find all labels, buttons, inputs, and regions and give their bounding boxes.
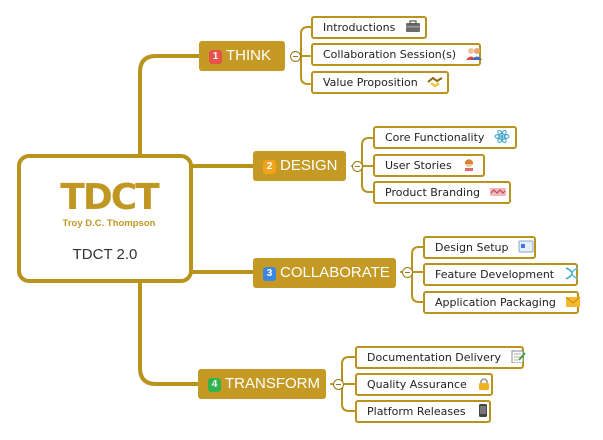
topic-label: COLLABORATE xyxy=(280,264,390,281)
subtopic-application-packaging[interactable]: Application Packaging xyxy=(423,291,581,314)
logo-name: Troy D.C. Thompson xyxy=(62,218,156,229)
envelope-icon xyxy=(565,296,581,307)
subtopic-label: Introductions xyxy=(323,21,396,34)
collapse-toggle-think[interactable] xyxy=(290,51,301,62)
subtopic-platform-releases[interactable]: Platform Releases xyxy=(355,400,491,423)
topic-label: TRANSFORM xyxy=(225,375,320,392)
priority-2-badge: 2 xyxy=(263,160,276,174)
collapse-toggle-design[interactable] xyxy=(352,161,363,172)
priority-3-badge: 3 xyxy=(263,267,276,281)
collapse-toggle-collaborate[interactable] xyxy=(402,267,413,278)
topic-transform[interactable]: 4 TRANSFORM xyxy=(198,369,326,399)
collapse-toggle-transform[interactable] xyxy=(333,379,344,390)
topic-label: DESIGN xyxy=(280,157,338,174)
phone-icon xyxy=(479,404,488,417)
dna-icon xyxy=(565,267,578,280)
root-node[interactable]: TDCT Troy D.C. Thompson TDCT 2.0 xyxy=(17,154,193,283)
subtopic-introductions[interactable]: Introductions xyxy=(311,16,427,39)
subtopic-label: Feature Development xyxy=(435,268,555,281)
subtopic-label: Application Packaging xyxy=(435,296,556,309)
subtopic-label: Documentation Delivery xyxy=(367,351,501,364)
people-icon xyxy=(465,48,482,60)
priority-1-badge: 1 xyxy=(209,50,222,64)
window-icon xyxy=(518,240,534,253)
subtopic-collaboration-sessions[interactable]: Collaboration Session(s) xyxy=(311,43,482,66)
subtopic-label: Core Functionality xyxy=(385,131,485,144)
priority-4-badge: 4 xyxy=(208,378,221,392)
subtopic-label: Product Branding xyxy=(385,186,481,199)
root-title: TDCT 2.0 xyxy=(72,246,138,263)
atom-icon xyxy=(494,130,510,143)
topic-label: THINK xyxy=(226,47,271,64)
subtopic-label: Value Proposition xyxy=(323,76,418,89)
subtopic-value-proposition[interactable]: Value Proposition xyxy=(311,71,449,94)
subtopic-design-setup[interactable]: Design Setup xyxy=(423,236,536,259)
subtopic-core-functionality[interactable]: Core Functionality xyxy=(373,126,517,149)
lock-icon xyxy=(479,378,490,390)
subtopic-label: Platform Releases xyxy=(367,405,466,418)
subtopic-label: Quality Assurance xyxy=(367,378,467,391)
subtopic-feature-development[interactable]: Feature Development xyxy=(423,263,578,286)
subtopic-user-stories[interactable]: User Stories xyxy=(373,154,485,177)
clipboard-icon xyxy=(511,350,527,363)
subtopic-product-branding[interactable]: Product Branding xyxy=(373,181,511,204)
swatch-icon xyxy=(489,188,506,196)
topic-collaborate[interactable]: 3 COLLABORATE xyxy=(253,258,396,288)
subtopic-documentation-delivery[interactable]: Documentation Delivery xyxy=(355,346,527,369)
logo-mark: TDCT xyxy=(60,177,159,218)
subtopic-quality-assurance[interactable]: Quality Assurance xyxy=(355,373,493,396)
subtopic-label: User Stories xyxy=(385,159,452,172)
topic-design[interactable]: 2 DESIGN xyxy=(253,151,346,181)
tdct-logo: TDCT Troy D.C. Thompson xyxy=(59,177,159,230)
handshake-icon xyxy=(427,76,443,88)
topic-think[interactable]: 1 THINK xyxy=(199,41,285,71)
subtopic-label: Collaboration Session(s) xyxy=(323,48,457,61)
subtopic-label: Design Setup xyxy=(435,241,509,254)
person-icon xyxy=(465,159,474,171)
briefcase-icon xyxy=(405,20,420,32)
